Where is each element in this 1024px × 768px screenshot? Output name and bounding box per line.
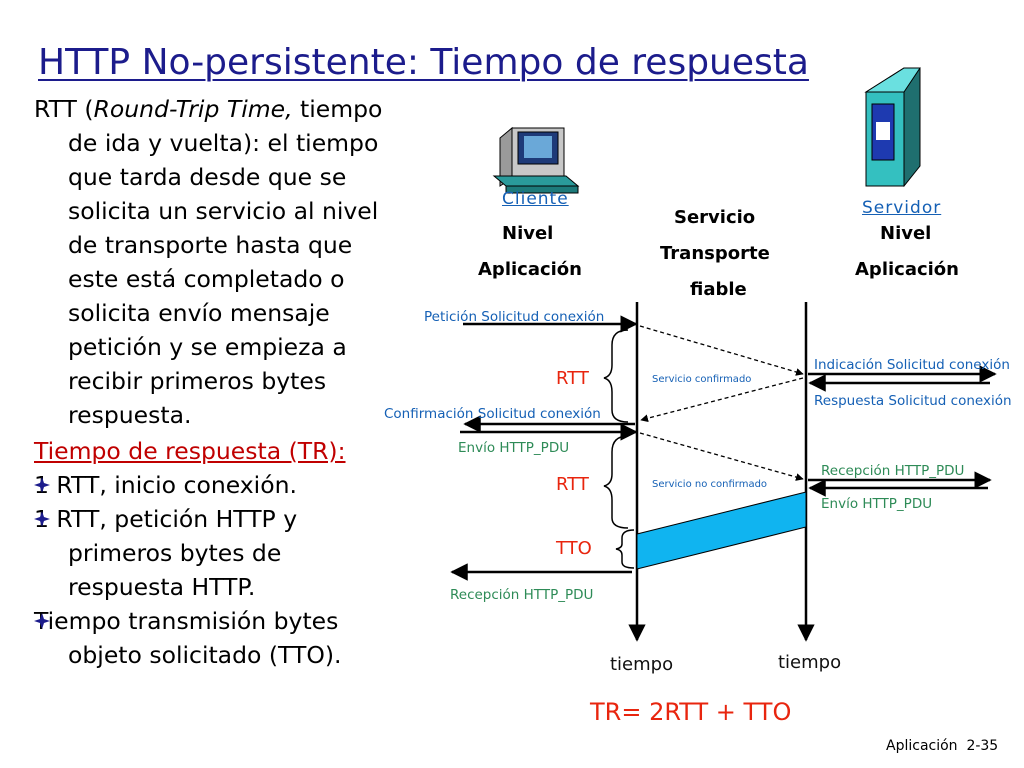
- client-layer-label: Aplicación: [478, 259, 582, 280]
- server-label: Servidor: [862, 198, 942, 218]
- formula: TR= 2RTT + TTO: [590, 698, 792, 726]
- rtt-label: RTT: [556, 368, 589, 389]
- tr-item-text: 1 RTT, petición HTTP y primeros bytes de…: [34, 505, 298, 601]
- server-time-label: tiempo: [778, 652, 842, 673]
- peticion-label: Petición Solicitud conexión: [424, 309, 605, 325]
- confirmacion-label: Confirmación Solicitud conexión: [384, 406, 601, 422]
- client-time-label: tiempo: [610, 654, 674, 675]
- tr-item: 1 RTT, inicio conexión.: [34, 468, 394, 502]
- tr-item: 1 RTT, petición HTTP y primeros bytes de…: [34, 502, 394, 604]
- transport-label: Transporte: [660, 243, 770, 264]
- respuesta-label: Respuesta Solicitud conexión: [814, 393, 1012, 409]
- definition-text: tiempo de ida y vuelta): el tiempo que t…: [68, 95, 383, 429]
- definition-term: Round-Trip Time,: [93, 95, 293, 123]
- transport-label: fiable: [690, 279, 747, 300]
- envio-left-label: Envío HTTP_PDU: [458, 440, 570, 456]
- recepcion-left-label: Recepción HTTP_PDU: [450, 587, 594, 603]
- tto-band: [636, 491, 807, 570]
- server-icon: [864, 67, 921, 187]
- rtt-label: RTT: [556, 474, 589, 495]
- server-layer-label: Aplicación: [855, 259, 959, 280]
- client-level-label: Nivel: [502, 223, 554, 244]
- slide-footer: Aplicación 2-35: [886, 738, 999, 754]
- servicio-confirmado-label: Servicio confirmado: [652, 374, 752, 385]
- indicacion-label: Indicación Solicitud conexión: [814, 357, 1010, 373]
- http-request-arrow: [639, 432, 804, 481]
- recepcion-right-label: Recepción HTTP_PDU: [821, 463, 965, 479]
- envio-right-label: Envío HTTP_PDU: [821, 496, 933, 512]
- transport-label: Servicio: [674, 207, 756, 228]
- client-label: Cliente: [502, 189, 569, 209]
- rtt-brace: [603, 435, 629, 529]
- diamond-bullet-icon: [34, 613, 50, 629]
- tr-item-text: Tiempo transmisión bytes objeto solicita…: [34, 607, 342, 669]
- rtt-definition: RTT (Round-Trip Time, tiempo de ida y vu…: [34, 92, 394, 432]
- server-level-label: Nivel: [880, 223, 932, 244]
- connection-request-arrow: [639, 325, 804, 376]
- tto-label: TTO: [556, 538, 592, 559]
- diamond-bullet-icon: [34, 477, 50, 493]
- tr-item-text: 1 RTT, inicio conexión.: [34, 471, 297, 499]
- computer-icon: [492, 126, 580, 194]
- bullet-list: RTT (Round-Trip Time, tiempo de ida y vu…: [34, 92, 394, 672]
- tr-item: Tiempo transmisión bytes objeto solicita…: [34, 604, 394, 672]
- diamond-bullet-icon: [34, 511, 50, 527]
- tr-heading: Tiempo de respuesta (TR):: [34, 437, 346, 465]
- definition-prefix: RTT (: [34, 95, 94, 123]
- rtt-brace: [603, 329, 629, 423]
- servicio-no-confirmado-label: Servicio no confirmado: [652, 479, 768, 490]
- slide-title: HTTP No-persistente: Tiempo de respuesta: [38, 42, 809, 83]
- tto-brace: [615, 529, 635, 569]
